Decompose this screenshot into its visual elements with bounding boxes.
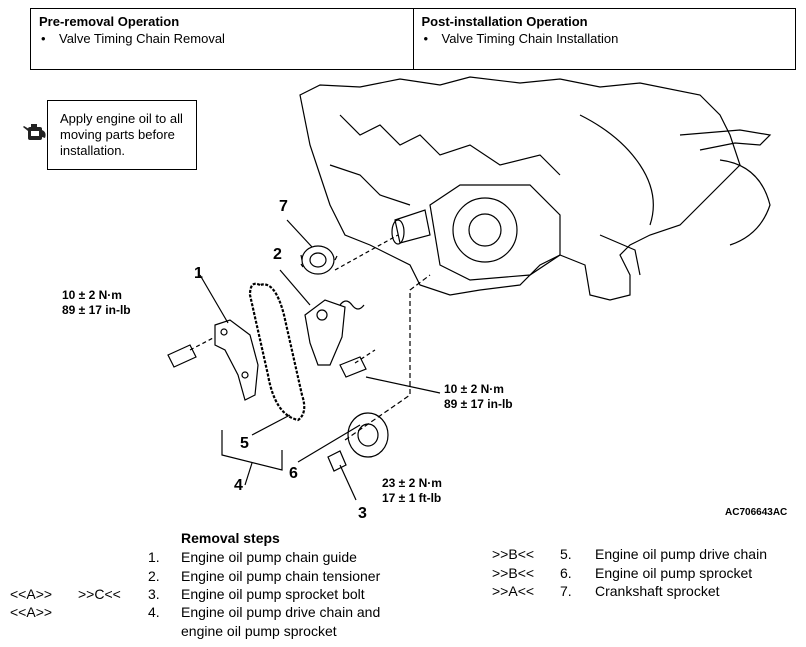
- torque-sprocket-nm: 23 ± 2 N·m: [382, 476, 442, 490]
- oil-pump-exploded-diagram: [167, 76, 772, 501]
- step-3-marker-a: <<A>>: [10, 586, 53, 602]
- step-6-text: Engine oil pump sprocket: [595, 565, 753, 581]
- pre-removal-heading: Pre-removal Operation: [39, 14, 180, 29]
- step-5-number: 5.: [560, 546, 572, 562]
- step-7-number: 7.: [560, 583, 572, 599]
- step-2-text: Engine oil pump chain tensioner: [181, 568, 381, 584]
- step-5-text: Engine oil pump drive chain: [595, 546, 767, 562]
- post-installation-heading: Post-installation Operation: [421, 14, 588, 29]
- step-1-number: 1.: [148, 549, 160, 565]
- callout-5: 5: [240, 435, 249, 452]
- torque-tensioner-nm: 10 ± 2 N·m: [444, 382, 504, 396]
- callout-4: 4: [234, 477, 243, 494]
- torque-guide-inlb: 89 ± 17 in-lb: [62, 303, 131, 317]
- torque-sprocket-ftlb: 17 ± 1 ft-lb: [382, 491, 442, 505]
- note-line-3: installation.: [60, 143, 126, 158]
- callout-2: 2: [273, 246, 282, 263]
- step-6-number: 6.: [560, 565, 572, 581]
- engine-oil-note: Apply engine oil to all moving parts bef…: [47, 100, 197, 170]
- step-2-number: 2.: [148, 568, 160, 584]
- callout-1: 1: [194, 265, 203, 282]
- torque-guide-nm: 10 ± 2 N·m: [62, 288, 122, 302]
- step-7-marker: >>A<<: [492, 583, 535, 599]
- step-5-marker: >>B<<: [492, 546, 535, 562]
- step-4-marker-a: <<A>>: [10, 604, 53, 620]
- step-4-number: 4.: [148, 604, 160, 620]
- torque-sprocket-bolt: 23 ± 2 N·m 17 ± 1 ft-lb: [382, 476, 442, 506]
- figure-code: AC706643AC: [725, 507, 788, 518]
- oil-can-icon: [23, 124, 46, 140]
- pre-removal-cell: Pre-removal Operation Valve Timing Chain…: [31, 9, 413, 69]
- post-installation-cell: Post-installation Operation Valve Timing…: [412, 9, 796, 69]
- step-4-text-line2: engine oil pump sprocket: [181, 623, 337, 639]
- torque-guide-bolt: 10 ± 2 N·m 89 ± 17 in-lb: [62, 288, 131, 318]
- note-line-2: moving parts before: [60, 127, 175, 142]
- step-3-marker-c: >>C<<: [78, 586, 121, 602]
- callout-3: 3: [358, 505, 367, 522]
- operation-table: Pre-removal Operation Valve Timing Chain…: [30, 8, 796, 70]
- step-1-text: Engine oil pump chain guide: [181, 549, 357, 565]
- step-3-text: Engine oil pump sprocket bolt: [181, 586, 365, 602]
- step-7-text: Crankshaft sprocket: [595, 583, 720, 599]
- callout-6: 6: [289, 465, 298, 482]
- step-6-marker: >>B<<: [492, 565, 535, 581]
- removal-steps-title: Removal steps: [181, 530, 280, 546]
- note-line-1: Apply engine oil to all: [60, 111, 183, 126]
- torque-tensioner-inlb: 89 ± 17 in-lb: [444, 397, 513, 411]
- post-installation-item: Valve Timing Chain Installation: [422, 30, 788, 47]
- step-4-text: Engine oil pump drive chain and: [181, 604, 381, 620]
- pre-removal-item: Valve Timing Chain Removal: [39, 30, 405, 47]
- step-3-number: 3.: [148, 586, 160, 602]
- torque-tensioner-bolt: 10 ± 2 N·m 89 ± 17 in-lb: [444, 382, 513, 412]
- callout-7: 7: [279, 198, 288, 215]
